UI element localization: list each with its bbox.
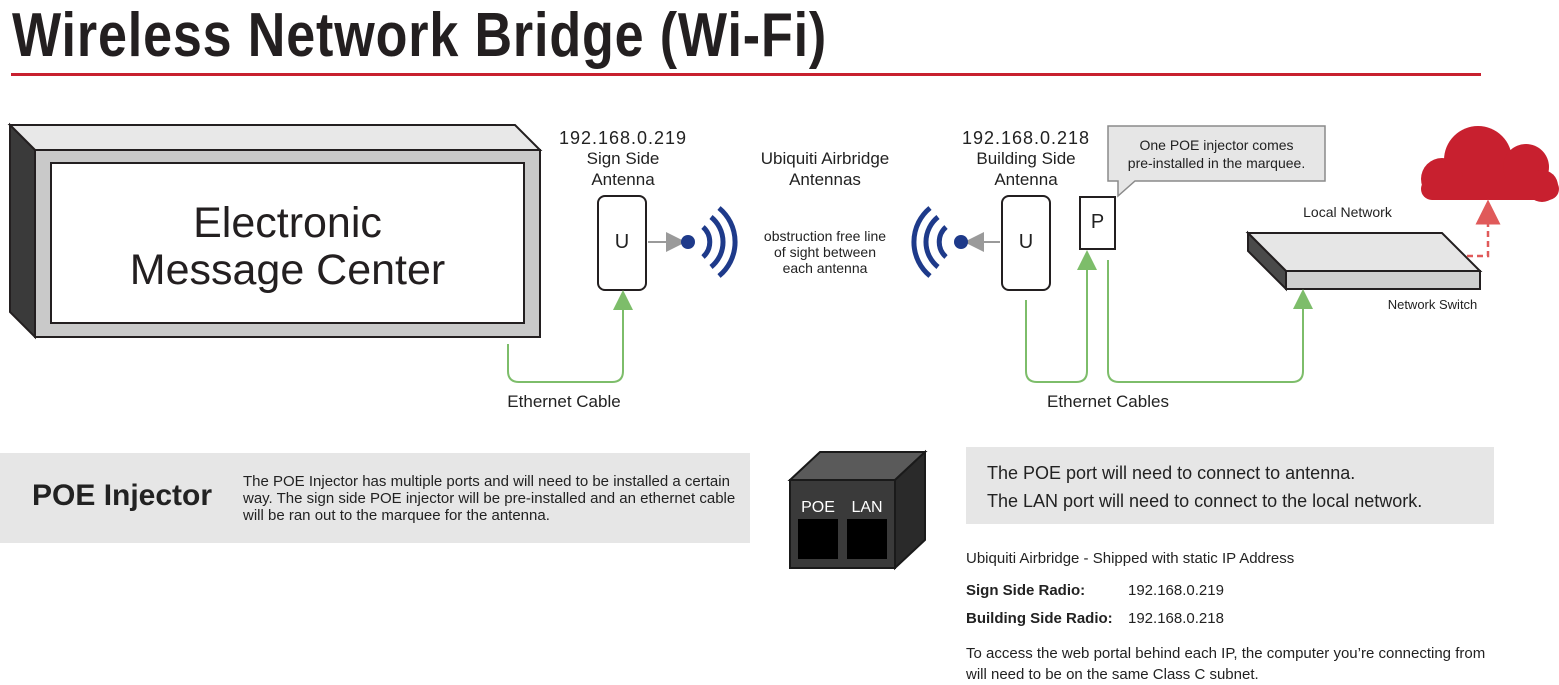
- callout-line2: pre-installed in the marquee.: [1127, 155, 1306, 171]
- sign-signal-dot: [681, 235, 695, 249]
- obstruction-line3: each antenna: [782, 260, 868, 276]
- sign-radio-label: Sign Side Radio:: [966, 582, 1086, 599]
- building-radio-label: Building Side Radio:: [966, 610, 1113, 627]
- building-signal-waves-icon: [911, 206, 948, 278]
- cloud-icon: [1421, 126, 1559, 202]
- sign-ethernet-cable: [507, 290, 633, 383]
- message-center-sign: [7, 122, 543, 340]
- sign-radio-ip: 192.168.0.219: [1128, 582, 1224, 599]
- building-radio-ip: 192.168.0.218: [1128, 610, 1224, 627]
- title-rule: [11, 73, 1481, 76]
- lan-port: [847, 519, 887, 559]
- poe-injector-description: The POE Injector has multiple ports and …: [243, 473, 736, 524]
- building-antenna-label-2: Antenna: [994, 170, 1058, 189]
- sign-signal-waves-icon: [701, 206, 738, 278]
- poe-port: [798, 519, 838, 559]
- building-antenna-unit: [1001, 195, 1051, 291]
- antenna-poe-cable: [1025, 250, 1097, 383]
- callout-bubble: [1107, 125, 1326, 198]
- poe-box: [1079, 196, 1116, 250]
- poe-port-label: POE: [801, 499, 835, 516]
- airbridge-label-1: Ubiquiti Airbridge: [760, 149, 890, 168]
- poe-injector-title: POE Injector: [32, 479, 213, 512]
- access-note: To access the web portal behind each IP,…: [966, 645, 1486, 683]
- network-switch: [1245, 230, 1483, 292]
- poe-box-letter: P: [1090, 211, 1105, 233]
- airbridge-label-2: Antennas: [789, 170, 861, 189]
- ethernet-cable-label: Ethernet Cable: [507, 392, 621, 411]
- sign-antenna-label-2: Antenna: [591, 170, 655, 189]
- ports-info-line2: The LAN port will need to connect to the…: [987, 491, 1423, 511]
- ethernet-cables-label: Ethernet Cables: [1047, 392, 1169, 411]
- ports-info-line1: The POE port will need to connect to ant…: [987, 463, 1356, 483]
- page-title: Wireless Network Bridge (Wi-Fi): [12, 1, 828, 70]
- sign-text-line2: Message Center: [129, 246, 446, 294]
- poe-injector-device: [787, 449, 928, 571]
- building-antenna-ip: 192.168.0.218: [961, 128, 1091, 148]
- poe-switch-cable: [1107, 260, 1313, 383]
- sign-antenna-letter: U: [614, 231, 630, 253]
- obstruction-line1: obstruction free line: [763, 228, 887, 244]
- sign-text-line1: Electronic: [193, 199, 382, 247]
- callout-line1: One POE injector comes: [1139, 137, 1294, 153]
- sign-antenna-ip: 192.168.0.219: [558, 128, 688, 148]
- poe-injector-banner: [0, 453, 750, 543]
- lan-port-label: LAN: [851, 499, 883, 516]
- building-signal-dot: [954, 235, 968, 249]
- shipped-title: Ubiquiti Airbridge - Shipped with static…: [966, 550, 1295, 567]
- building-antenna-label-1: Building Side: [976, 149, 1076, 168]
- building-antenna-letter: U: [1018, 231, 1034, 253]
- internet-arrow: [1467, 199, 1501, 258]
- network-switch-label: Network Switch: [1387, 297, 1478, 312]
- sign-antenna-label-1: Sign Side: [586, 149, 660, 168]
- obstruction-line2: of sight between: [774, 244, 876, 260]
- ports-info-banner: [966, 447, 1494, 524]
- local-network-label: Local Network: [1303, 204, 1392, 220]
